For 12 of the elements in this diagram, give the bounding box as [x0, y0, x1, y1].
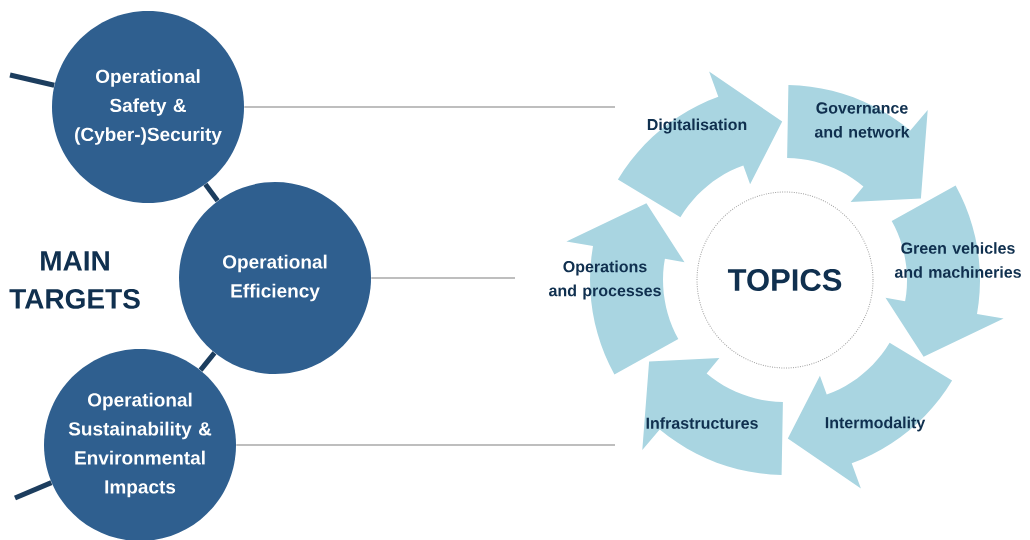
heading-label: MAIN TARGETS	[9, 251, 140, 309]
connector-line	[243, 106, 616, 108]
cycle-segment: Intermodality	[787, 342, 953, 489]
cycle-segment: Governance and network	[787, 85, 928, 202]
cycle-segment: Digitalisation	[617, 71, 783, 218]
connector-line	[203, 182, 220, 203]
connector-line	[14, 480, 53, 501]
connector-line	[9, 72, 55, 88]
connector-line	[235, 444, 616, 446]
connector-line	[198, 351, 217, 372]
cycle-segment: Infrastructures	[642, 358, 783, 475]
connector-line	[370, 277, 516, 279]
